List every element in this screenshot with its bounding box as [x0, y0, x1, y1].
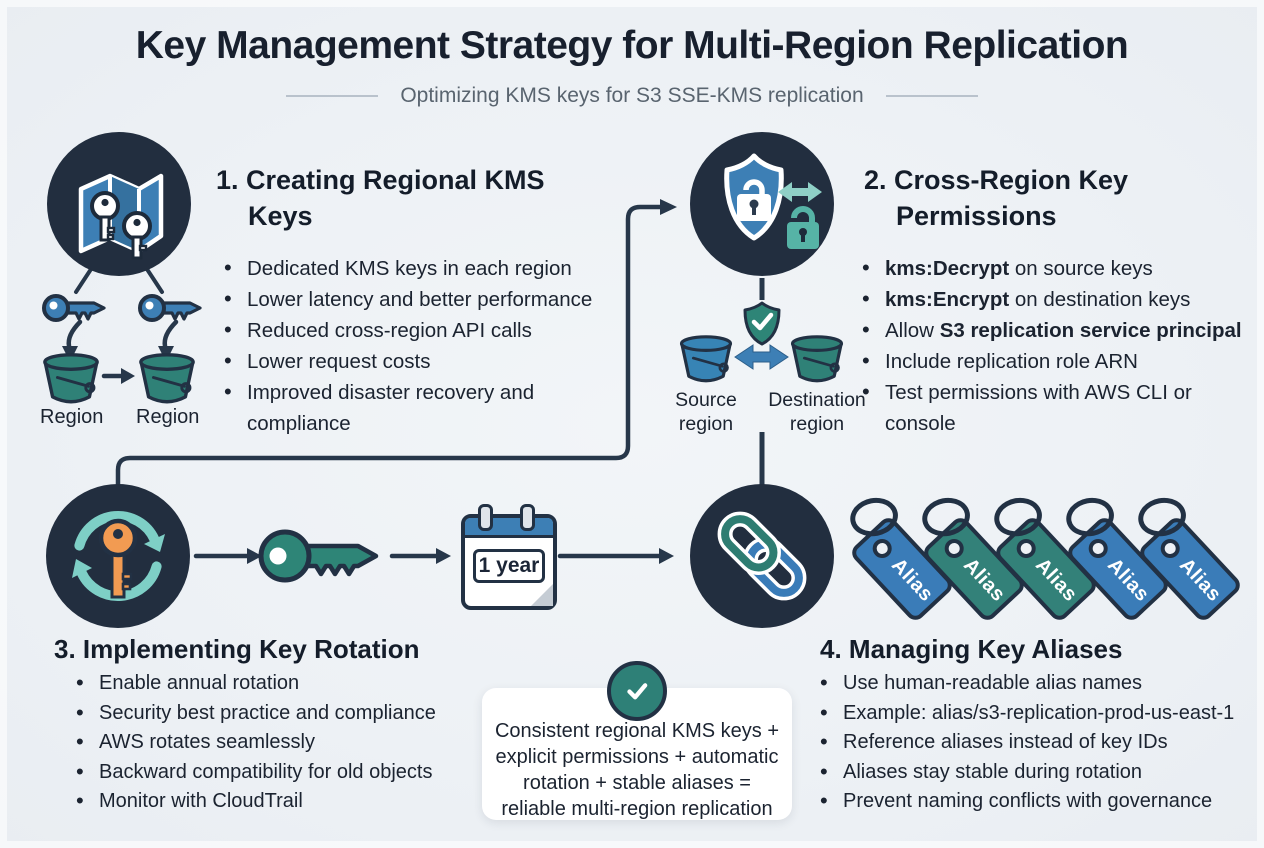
- chain-link-icon: [690, 484, 834, 628]
- bullet-item: Backward compatibility for old objects: [74, 757, 494, 788]
- calendar-icon: 1 year: [461, 504, 557, 610]
- tag-hole: [941, 534, 968, 562]
- bucket-icon: [679, 335, 733, 383]
- subtitle-row: Optimizing KMS keys for S3 SSE-KMS repli…: [0, 84, 1264, 108]
- shield-locks-icon: [690, 132, 834, 276]
- bucket-icon: [43, 353, 99, 404]
- bullet-item: Reduced cross-region API calls: [222, 314, 602, 346]
- source-region-label: Source region: [675, 389, 737, 435]
- region-label: Region: [40, 406, 104, 428]
- bullet-item: Aliases stay stable during rotation: [818, 757, 1264, 788]
- section2-bullets: kms:Decrypt on source keyskms:Encrypt on…: [860, 252, 1260, 439]
- summary-card: Consistent regional KMS keys + explicit …: [482, 661, 792, 820]
- section4-heading: 4. Managing Key Aliases: [820, 634, 1123, 664]
- bullet-item: Include replication role ARN: [860, 345, 1260, 377]
- page-title: Key Management Strategy for Multi-Region…: [135, 24, 1129, 67]
- bullet-item: AWS rotates seamlessly: [74, 727, 494, 758]
- map-with-keys-icon: [47, 132, 191, 276]
- bullet-item: Lower latency and better performance: [222, 283, 602, 315]
- calendar-ring: [478, 504, 493, 531]
- bullet-item: Improved disaster recovery and complianc…: [222, 376, 602, 439]
- tag-hole: [1157, 534, 1184, 562]
- tag-hole: [869, 534, 896, 562]
- tag-hole: [1013, 534, 1040, 562]
- section4-bullets: Use human-readable alias namesExample: a…: [818, 668, 1264, 817]
- bullet-item: Reference aliases instead of key IDs: [818, 727, 1264, 758]
- subtitle-rule-right: [885, 95, 978, 97]
- tag-label: Alias: [1175, 553, 1226, 606]
- tag-hole: [1085, 534, 1112, 562]
- key-icon: [42, 294, 106, 322]
- chain-link-graphic: [717, 511, 807, 601]
- bullet-item: Dedicated KMS keys in each region: [222, 252, 602, 284]
- subtitle-rule-left: [286, 95, 379, 97]
- bullet-item: Monitor with CloudTrail: [74, 786, 494, 817]
- destination-region-label: Destination region: [768, 389, 866, 435]
- section2-heading: 2. Cross-Region Key Permissions: [864, 165, 1129, 231]
- bullet-item: Allow S3 replication service principal: [860, 314, 1260, 346]
- check-icon: [607, 661, 667, 721]
- bullet-item: Example: alias/s3-replication-prod-us-ea…: [818, 698, 1264, 729]
- section3-bullets: Enable annual rotationSecurity best prac…: [74, 668, 494, 817]
- calendar-page-curl: [531, 584, 553, 606]
- region-label: Region: [136, 406, 200, 428]
- bucket-icon: [790, 335, 844, 383]
- bullet-item: Prevent naming conflicts with governance: [818, 786, 1264, 817]
- shield-check-icon: [743, 301, 781, 346]
- bullet-item: kms:Encrypt on destination keys: [860, 283, 1260, 315]
- subtitle-text: Optimizing KMS keys for S3 SSE-KMS repli…: [400, 84, 864, 107]
- key-icon: [258, 529, 379, 583]
- bullet-item: kms:Decrypt on source keys: [860, 252, 1260, 284]
- bullet-item: Enable annual rotation: [74, 668, 494, 699]
- rotating-key-icon: [46, 484, 190, 628]
- key-icon: [138, 294, 202, 322]
- bullet-item: Lower request costs: [222, 345, 602, 377]
- rotating-key-graphic: [72, 510, 165, 602]
- section1-bullets: Dedicated KMS keys in each regionLower l…: [222, 252, 602, 439]
- bullet-item: Security best practice and compliance: [74, 698, 494, 729]
- bullet-item: Use human-readable alias names: [818, 668, 1264, 699]
- section3-heading: 3. Implementing Key Rotation: [54, 634, 420, 664]
- shield-locks-graphic: [724, 153, 822, 249]
- map-keys-graphic: [78, 173, 164, 260]
- calendar-ring: [520, 504, 535, 531]
- calendar-label: 1 year: [473, 549, 545, 583]
- bucket-icon: [139, 353, 195, 404]
- section1-heading: 1. Creating Regional KMS Keys: [216, 165, 545, 231]
- summary-text: Consistent regional KMS keys + explicit …: [494, 720, 780, 820]
- bullet-item: Test permissions with AWS CLI or console: [860, 376, 1260, 439]
